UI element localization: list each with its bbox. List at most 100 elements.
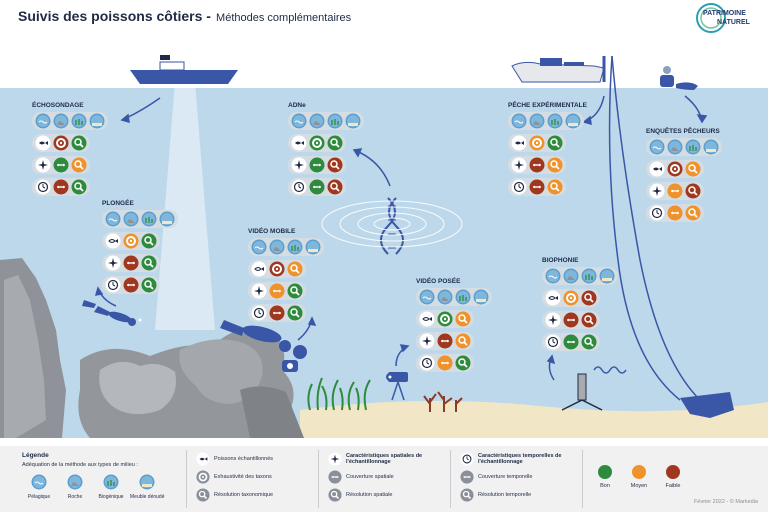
- habitat-roche-icon: [437, 289, 453, 305]
- fish-icon: [251, 261, 267, 277]
- temporal-resolution-icon: [71, 179, 87, 195]
- habitat-biogenique-icon: [71, 113, 87, 129]
- panel-row: [416, 354, 474, 372]
- legend-habitat-label: Biogénique: [98, 494, 124, 500]
- temporal-resolution-icon: [327, 179, 343, 195]
- spatial-resolution-icon: [547, 157, 563, 173]
- habitat-biogenique-icon: [455, 289, 471, 305]
- exhaustivity-icon: [309, 135, 325, 151]
- temporal-resolution-icon: [455, 355, 471, 371]
- arrow-icons: [94, 95, 708, 381]
- habitat-pelagique-icon: [35, 113, 51, 129]
- diver-plongee-icon: [82, 300, 142, 326]
- legend-title: Légende: [22, 452, 49, 459]
- resolution-icon: [71, 135, 87, 151]
- resolution-icon: [327, 135, 343, 151]
- spatial-coverage-icon: [309, 157, 325, 173]
- legend-spatial-icon: [328, 452, 342, 466]
- panel-row: [542, 267, 618, 285]
- quality-dot-icon: [598, 465, 612, 479]
- exhaustivity-icon: [269, 261, 285, 277]
- habitat-meuble-icon: [345, 113, 361, 129]
- temporal-coverage-icon: [529, 179, 545, 195]
- sand-seabed: [300, 400, 768, 438]
- temporal-icon: [291, 179, 307, 195]
- panel-row: [102, 210, 178, 228]
- temporal-resolution-icon: [141, 277, 157, 293]
- legend-resol-icon: [196, 488, 210, 502]
- method-label: ADNe: [288, 102, 306, 109]
- panel-row: [508, 134, 566, 152]
- spatial-resolution-icon: [287, 283, 303, 299]
- panel-row: [542, 333, 600, 351]
- legend-color-label: Faible: [665, 483, 681, 489]
- legend-color-bon: Bon: [590, 464, 620, 489]
- legend-spatial-res-label: Résolution spatiale: [346, 492, 393, 498]
- panel-row: [508, 156, 566, 174]
- exhaustivity-icon: [123, 233, 139, 249]
- exhaustivity-icon: [53, 135, 69, 151]
- panel-row: [288, 156, 346, 174]
- panel-row: [288, 178, 346, 196]
- legend-habitat-label: Roche: [67, 494, 83, 500]
- fish-icon: [291, 135, 307, 151]
- legend-habitat-icon: [67, 474, 83, 490]
- panel-row: [32, 112, 108, 130]
- spatial-icon: [35, 157, 51, 173]
- fish-icon: [105, 233, 121, 249]
- habitat-pelagique-icon: [105, 211, 121, 227]
- panel-row: [32, 156, 90, 174]
- video-posee-camera-icon: [386, 372, 408, 401]
- panel-row: [542, 311, 600, 329]
- legend-spatial-title: Caractéristiques spatiales de l'échantil…: [346, 453, 423, 465]
- habitat-pelagique-icon: [649, 139, 665, 155]
- panel-row: [416, 288, 492, 306]
- habitat-pelagique-icon: [545, 268, 561, 284]
- method-label: VIDÉO MOBILE: [248, 228, 296, 235]
- spatial-icon: [419, 333, 435, 349]
- legend-exhaust-label: Exhaustivité des taxons: [214, 474, 272, 480]
- panel-row: [646, 138, 722, 156]
- panel-row: [288, 112, 364, 130]
- quality-dot-icon: [632, 465, 646, 479]
- method-label: BIOPHONIE: [542, 257, 579, 264]
- legend-color-moyen: Moyen: [624, 464, 654, 489]
- spatial-coverage-icon: [53, 157, 69, 173]
- panel-row: [102, 276, 160, 294]
- title-sub: Méthodes complémentaires: [216, 12, 352, 24]
- habitat-roche-icon: [529, 113, 545, 129]
- habitat-meuble-icon: [703, 139, 719, 155]
- panel-row: [248, 238, 324, 256]
- exhaustivity-icon: [437, 311, 453, 327]
- habitat-biogenique-icon: [287, 239, 303, 255]
- spatial-coverage-icon: [667, 183, 683, 199]
- legend-color-label: Moyen: [630, 483, 648, 489]
- habitat-roche-icon: [123, 211, 139, 227]
- panel-row: [248, 304, 306, 322]
- habitat-roche-icon: [53, 113, 69, 129]
- legend-resol-label: Résolution taxonomique: [214, 492, 274, 498]
- temporal-icon: [251, 305, 267, 321]
- temporal-coverage-icon: [563, 334, 579, 350]
- habitat-biogenique-icon: [327, 113, 343, 129]
- habitat-biogenique-icon: [685, 139, 701, 155]
- patrimoine-naturel-logo: PATRIMOINE NATUREL: [695, 0, 751, 36]
- habitat-meuble-icon: [565, 113, 581, 129]
- legend-temporal-title: Caractéristiques temporelles de l'échant…: [478, 453, 562, 465]
- spatial-resolution-icon: [327, 157, 343, 173]
- temporal-coverage-icon: [123, 277, 139, 293]
- spatial-resolution-icon: [685, 183, 701, 199]
- spatial-coverage-icon: [529, 157, 545, 173]
- panel-row: [32, 134, 90, 152]
- exhaustivity-icon: [529, 135, 545, 151]
- spatial-resolution-icon: [455, 333, 471, 349]
- spatial-icon: [291, 157, 307, 173]
- temporal-icon: [545, 334, 561, 350]
- exhaustivity-icon: [563, 290, 579, 306]
- resolution-icon: [455, 311, 471, 327]
- panel-row: [288, 134, 346, 152]
- legend-color-faible: Faible: [658, 464, 688, 489]
- method-label: ENQUÊTES PÊCHEURS: [646, 128, 720, 135]
- legend-spatial-cov-icon: [328, 470, 342, 484]
